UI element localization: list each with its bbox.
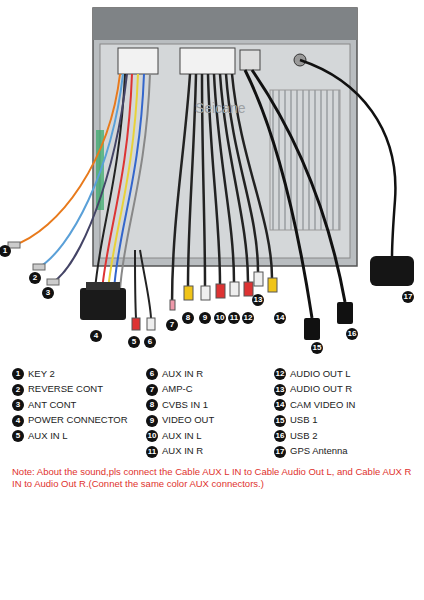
part-name: REVERSE CONT [28, 383, 103, 394]
list-number: 6 [146, 368, 158, 380]
callout-number: 7 [166, 319, 178, 331]
list-number: 8 [146, 399, 158, 411]
part-name: USB 2 [290, 430, 317, 441]
list-number: 3 [12, 399, 24, 411]
radio-illustration [0, 0, 424, 360]
part-name: VIDEO OUT [162, 414, 214, 425]
callout-number: 14 [274, 312, 286, 324]
callout-number: 4 [90, 330, 102, 342]
watermark: Seicane [195, 100, 246, 116]
list-number: 1 [12, 368, 24, 380]
callout-number: 5 [128, 336, 140, 348]
sound-note: Note: About the sound,pls connect the Ca… [12, 466, 412, 491]
callout-number: 11 [228, 312, 240, 324]
callout-number: 17 [402, 291, 414, 303]
callout-number: 9 [199, 312, 211, 324]
list-number: 2 [12, 384, 24, 396]
part-name: CAM VIDEO IN [290, 399, 355, 410]
callout-number: 13 [252, 294, 264, 306]
part-name: KEY 2 [28, 368, 55, 379]
part-name: AUX IN R [162, 445, 203, 456]
part-name: AUX IN R [162, 368, 203, 379]
list-number: 17 [274, 446, 286, 458]
part-name: AUDIO OUT L [290, 368, 351, 379]
list-number: 7 [146, 384, 158, 396]
callout-number: 12 [242, 312, 254, 324]
part-name: ANT CONT [28, 399, 76, 410]
part-name: AUDIO OUT R [290, 383, 352, 394]
list-number: 10 [146, 430, 158, 442]
part-name: GPS Antenna [290, 445, 348, 456]
callout-number: 10 [214, 312, 226, 324]
callout-number: 1 [0, 245, 11, 257]
callout-number: 2 [29, 272, 41, 284]
callout-number: 3 [42, 287, 54, 299]
list-number: 9 [146, 415, 158, 427]
list-number: 11 [146, 446, 158, 458]
callout-number: 16 [346, 328, 358, 340]
part-name: AUX IN L [28, 430, 68, 441]
list-number: 5 [12, 430, 24, 442]
list-number: 4 [12, 415, 24, 427]
list-number: 15 [274, 415, 286, 427]
part-name: AUX IN L [162, 430, 202, 441]
callout-number: 6 [144, 336, 156, 348]
list-number: 13 [274, 384, 286, 396]
part-name: POWER CONNECTOR [28, 414, 128, 425]
part-name: AMP-C [162, 383, 193, 394]
list-number: 14 [274, 399, 286, 411]
callout-number: 15 [311, 342, 323, 354]
part-name: CVBS IN 1 [162, 399, 208, 410]
part-name: USB 1 [290, 414, 317, 425]
list-number: 12 [274, 368, 286, 380]
list-number: 16 [274, 430, 286, 442]
callout-number: 8 [182, 312, 194, 324]
